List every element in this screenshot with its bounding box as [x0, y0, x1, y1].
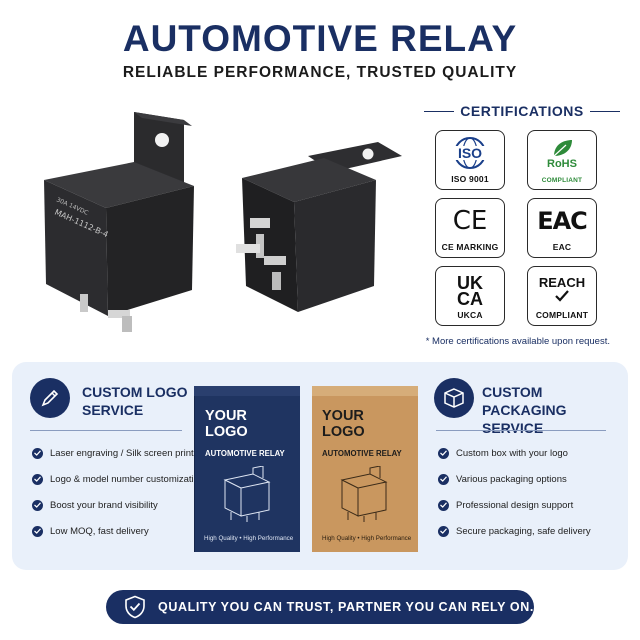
box-footer: High Quality • High Performance: [204, 535, 294, 542]
cert-ukca: UK CA UKCA: [435, 266, 505, 326]
list-item: Boost your brand visibility: [32, 492, 206, 518]
blue-packaging-box: YOUR LOGO AUTOMOTIVE RELAY High Quality …: [194, 386, 300, 552]
cert-eac: EAC EAC: [527, 198, 597, 258]
leaf-icon: [553, 140, 572, 157]
custom-logo-title: CUSTOM LOGO SERVICE: [82, 384, 188, 418]
custom-packaging-list: Custom box with your logo Various packag…: [438, 440, 591, 544]
list-item: Professional design support: [438, 492, 591, 518]
page-subtitle: RELIABLE PERFORMANCE, TRUSTED QUALITY: [122, 64, 518, 81]
list-item: Logo & model number customization: [32, 466, 206, 492]
cert-iso-9001: ISO ISO 9001: [435, 130, 505, 190]
box-subtitle: AUTOMOTIVE RELAY: [205, 449, 285, 458]
check-icon: [438, 525, 449, 537]
list-item: Various packaging options: [438, 466, 591, 492]
cert-ce-marking: CE CE MARKING: [435, 198, 505, 258]
box-logo: YOUR LOGO: [322, 408, 365, 440]
check-icon: [438, 447, 449, 459]
list-item: Low MOQ, fast delivery: [32, 518, 206, 544]
box-icon: [434, 378, 474, 418]
certifications-heading: CERTIFICATIONS: [424, 100, 620, 122]
box-logo: YOUR LOGO: [205, 408, 248, 440]
page-title: AUTOMOTIVE RELAY: [122, 18, 518, 59]
kraft-packaging-box: YOUR LOGO AUTOMOTIVE RELAY High Quality …: [312, 386, 418, 552]
shield-check-icon: [125, 595, 145, 619]
check-icon: [438, 499, 449, 511]
box-footer: High Quality • High Performance: [322, 535, 412, 542]
certifications-note: * More certifications available upon req…: [425, 336, 610, 347]
cert-rohs: RoHS COMPLIANT: [527, 130, 597, 190]
cert-reach: REACH COMPLIANT: [527, 266, 597, 326]
divider: [436, 430, 606, 431]
check-icon: [32, 447, 43, 459]
list-item: Laser engraving / Silk screen printing: [32, 440, 206, 466]
custom-logo-list: Laser engraving / Silk screen printing L…: [32, 440, 206, 544]
iso-icon: ISO: [451, 136, 489, 169]
check-icon: [32, 473, 43, 485]
check-icon: [438, 473, 449, 485]
list-item: Custom box with your logo: [438, 440, 591, 466]
relay-front-image: 30A 14VDC MAH-1112-B-4: [44, 112, 194, 332]
check-icon: [32, 525, 43, 537]
list-item: Secure packaging, safe delivery: [438, 518, 591, 544]
relay-outline-icon: [223, 465, 271, 522]
box-subtitle: AUTOMOTIVE RELAY: [322, 449, 402, 458]
divider: [30, 430, 182, 431]
custom-packaging-title: CUSTOM PACKAGING SERVICE: [482, 384, 567, 436]
checkmark-icon: [555, 290, 569, 302]
relay-outline-icon: [340, 465, 388, 522]
svg-text:ISO: ISO: [458, 145, 482, 161]
quality-banner: QUALITY YOU CAN TRUST, PARTNER YOU CAN R…: [106, 590, 534, 624]
pen-icon: [30, 378, 70, 418]
check-icon: [32, 499, 43, 511]
relay-back-image: [236, 142, 402, 312]
